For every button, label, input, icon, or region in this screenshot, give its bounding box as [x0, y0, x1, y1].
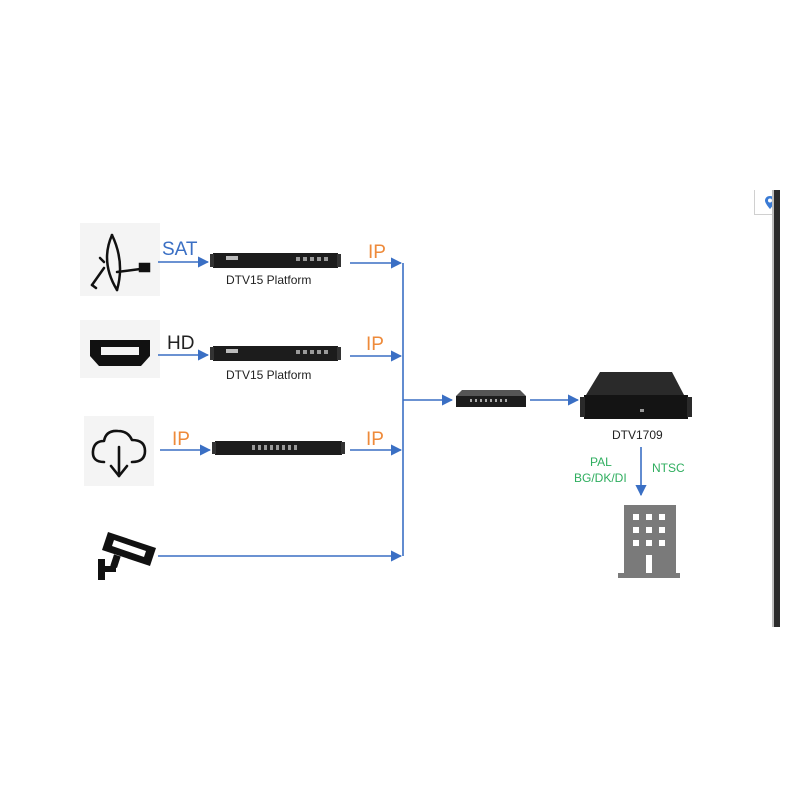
- side-scrollbar-track: [772, 190, 774, 627]
- hdmi-port-icon: [90, 340, 150, 366]
- cloud-upload-icon: [91, 429, 147, 478]
- side-scrollbar[interactable]: [774, 190, 780, 627]
- satellite-dish-icon: [90, 233, 151, 292]
- connector-lines: [158, 256, 647, 562]
- dtv1709-label: DTV1709: [612, 428, 663, 442]
- pal-label: PAL: [590, 455, 612, 469]
- ip-input-label: IP: [172, 429, 190, 450]
- hd-label: HD: [167, 333, 195, 354]
- dtv1709-device: [580, 372, 692, 419]
- building-icon: [618, 505, 680, 578]
- network-switch-icon: [456, 390, 526, 407]
- platform-label-1: DTV15 Platform: [226, 273, 312, 287]
- platform-label-2: DTV15 Platform: [226, 368, 312, 382]
- ip-output-label-1: IP: [368, 242, 386, 263]
- ntsc-label: NTSC: [652, 461, 685, 475]
- sat-label: SAT: [162, 239, 198, 260]
- ip-output-label-3: IP: [366, 429, 384, 450]
- dtv15-platform-device-1: [210, 253, 341, 268]
- ip-encoder-device: [212, 441, 345, 455]
- ip-output-label-2: IP: [366, 334, 384, 355]
- standards-label: BG/DK/DI: [574, 471, 627, 485]
- dtv15-platform-device-2: [210, 346, 341, 361]
- security-camera-icon: [98, 532, 156, 580]
